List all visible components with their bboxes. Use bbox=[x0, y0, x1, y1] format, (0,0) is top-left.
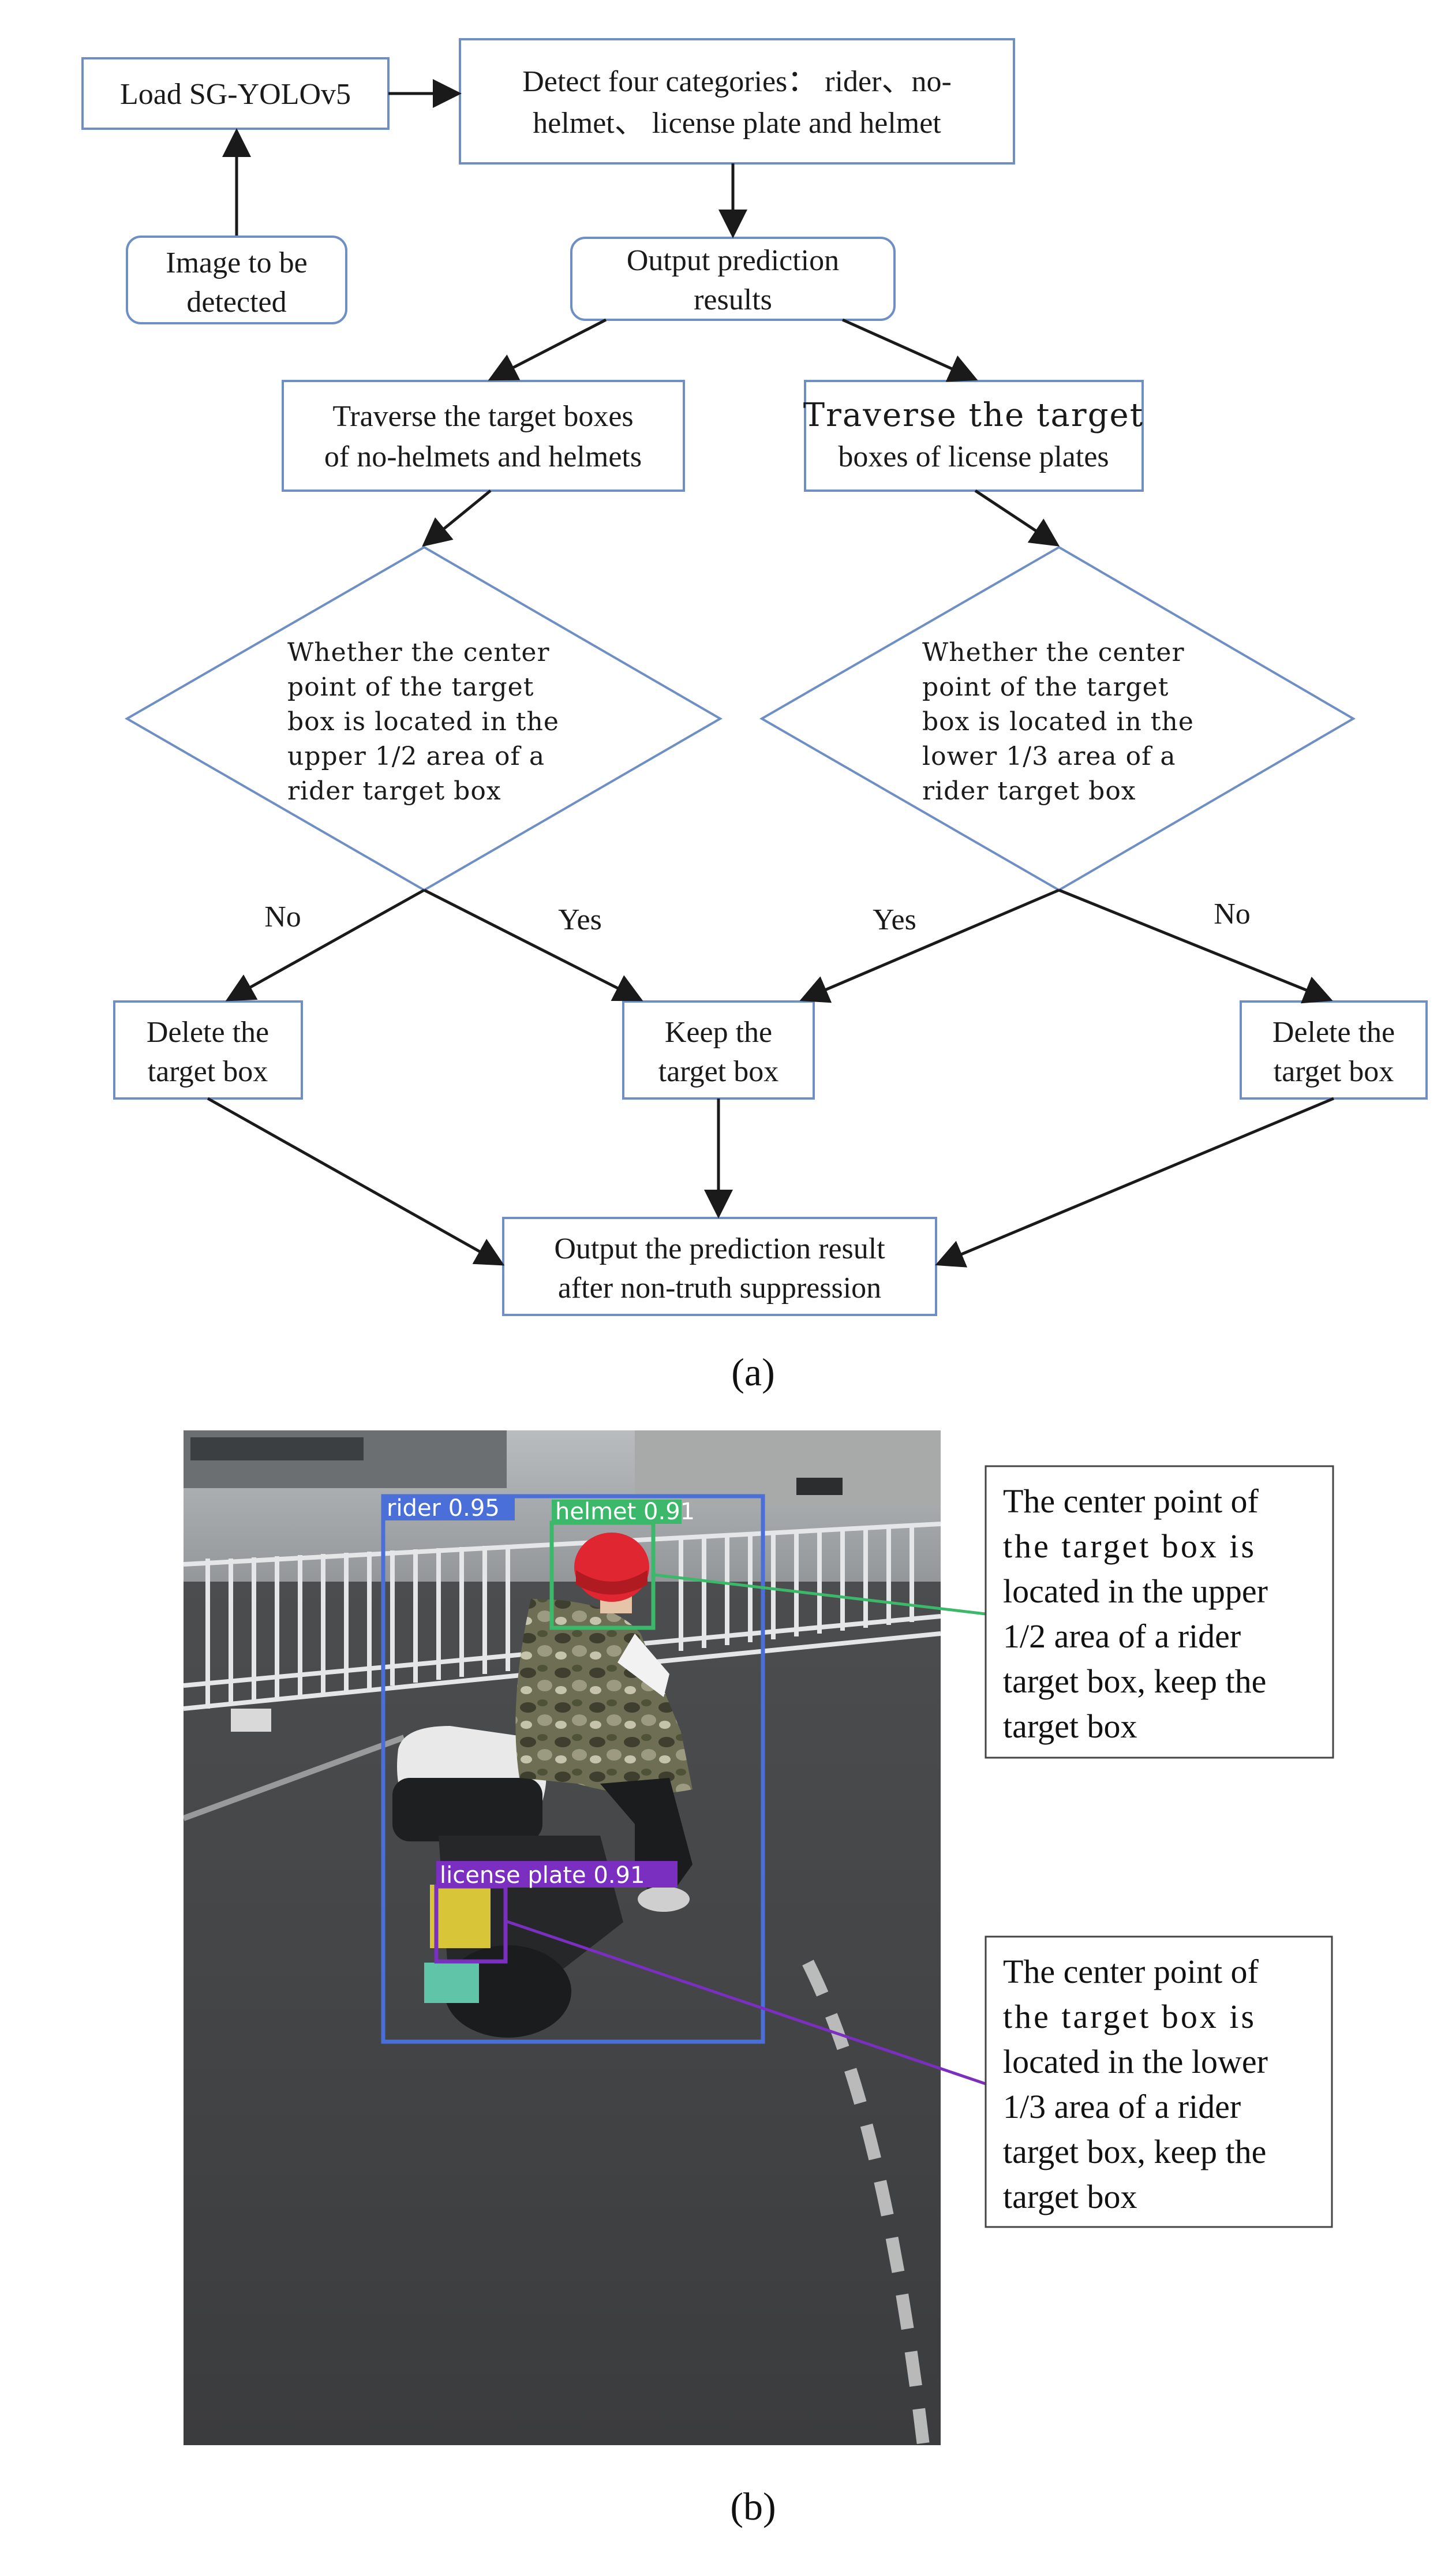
keep-line-1: Keep the bbox=[665, 1016, 772, 1049]
rider-box-label: rider 0.95 bbox=[387, 1495, 500, 1522]
callout-line-bottom bbox=[505, 1919, 986, 2086]
license-plate bbox=[430, 1885, 491, 1948]
callout-top-line-3: located in the upper bbox=[1003, 1572, 1268, 1610]
arrow-decision-right-yes bbox=[799, 888, 1060, 1003]
callout-top-line-1: The center point of bbox=[1003, 1482, 1259, 1520]
arrow-delete-right-to-final bbox=[935, 1097, 1334, 1268]
callout-top-line-4: 1/2 area of a rider bbox=[1003, 1617, 1241, 1655]
delete-left-line-1: Delete the bbox=[147, 1016, 269, 1049]
arrow-output-to-traverse-helmets bbox=[488, 318, 607, 381]
final-output-box: Output the prediction result after non-t… bbox=[502, 1217, 937, 1316]
decision-lower-third: Whether the center point of the target b… bbox=[759, 545, 1356, 892]
detect-categories-line-1: Detect four categories： rider、no- bbox=[522, 65, 952, 98]
callout-top: The center point of the target box is lo… bbox=[985, 1465, 1334, 1759]
guard-rail bbox=[184, 1522, 941, 1711]
decision-right-line-1: Whether the center bbox=[922, 638, 1185, 667]
label-yes-left: Yes bbox=[558, 903, 602, 936]
decision-right-line-3: box is located in the bbox=[922, 707, 1194, 737]
keep-line-2: target box bbox=[658, 1055, 778, 1088]
keep-box: Keep the target box bbox=[622, 1000, 815, 1100]
helmet-box-label: helmet 0.91 bbox=[555, 1499, 695, 1525]
traverse-helmets-box: Traverse the target boxes of no-helmets … bbox=[282, 380, 685, 492]
traverse-helmets-line-2: of no-helmets and helmets bbox=[324, 440, 642, 473]
arrow-decision-left-yes bbox=[423, 888, 643, 1002]
decision-left-line-4: upper 1/2 area of a bbox=[287, 742, 545, 771]
delete-left-line-2: target box bbox=[148, 1055, 268, 1088]
callout-bottom-line-2: the target box is bbox=[1003, 1998, 1256, 2035]
traverse-helmets-line-1: Traverse the target boxes bbox=[332, 400, 633, 433]
final-output-line-2: after non-truth suppression bbox=[558, 1272, 881, 1305]
arrow-output-to-traverse-plates bbox=[841, 318, 978, 382]
label-no-right: No bbox=[1214, 898, 1251, 931]
arrow-decision-left-no bbox=[225, 888, 425, 1002]
arrow-traverse-plates-to-decision bbox=[974, 489, 1060, 547]
caption-b: (b) bbox=[730, 2484, 776, 2528]
decision-left-line-5: rider target box bbox=[287, 776, 501, 806]
arrow-delete-left-to-final bbox=[207, 1097, 505, 1266]
callout-bottom-line-3: located in the lower bbox=[1003, 2043, 1268, 2080]
callout-line-top bbox=[653, 1573, 986, 1616]
delete-right-line-1: Delete the bbox=[1272, 1016, 1395, 1049]
license-plate-box-label: license plate 0.91 bbox=[440, 1862, 645, 1889]
decision-right-line-2: point of the target bbox=[922, 672, 1169, 702]
image-input-box: Image to be detected bbox=[126, 236, 347, 324]
delete-right-line-2: target box bbox=[1274, 1055, 1394, 1088]
callout-bottom-line-1: The center point of bbox=[1003, 1953, 1259, 1990]
output-prediction-box: Output prediction results bbox=[570, 237, 896, 321]
callout-bottom-line-5: target box, keep the bbox=[1003, 2133, 1266, 2170]
load-model-box: Load SG-YOLOv5 bbox=[81, 57, 390, 130]
traverse-plates-box: Traverse the target boxes of license pla… bbox=[803, 380, 1144, 492]
callout-top-line-6: target box bbox=[1003, 1707, 1137, 1745]
decision-left-line-2: point of the target bbox=[287, 672, 534, 702]
decision-left-line-3: box is located in the bbox=[287, 707, 559, 737]
traverse-plates-line-1: Traverse the target bbox=[803, 397, 1144, 434]
arrow-decision-right-no bbox=[1058, 888, 1333, 1004]
decision-right-line-5: rider target box bbox=[922, 776, 1136, 806]
callout-bottom-line-4: 1/3 area of a rider bbox=[1003, 2088, 1241, 2125]
final-output-line-1: Output the prediction result bbox=[554, 1232, 885, 1265]
callout-top-line-5: target box, keep the bbox=[1003, 1662, 1266, 1700]
flowchart: Load SG-YOLOv5 Detect four categories： r… bbox=[81, 38, 1428, 1394]
detection-boxes: rider 0.95 helmet 0.91 license plate 0.9… bbox=[381, 1494, 765, 2044]
callout-bottom: The center point of the target box is lo… bbox=[985, 1935, 1333, 2228]
delete-left-box: Delete the target box bbox=[113, 1000, 303, 1100]
callout-bottom-line-6: target box bbox=[1003, 2178, 1137, 2215]
decision-left-line-1: Whether the center bbox=[287, 638, 550, 667]
output-prediction-line-2: results bbox=[694, 283, 772, 316]
detection-photo: rider 0.95 helmet 0.91 license plate 0.9… bbox=[184, 1430, 1334, 2528]
callout-top-line-2: the target box is bbox=[1003, 1527, 1256, 1565]
arrow-traverse-helmets-to-decision bbox=[422, 489, 492, 547]
detect-categories-line-2: helmet、 license plate and helmet bbox=[533, 107, 941, 140]
label-no-left: No bbox=[264, 900, 301, 933]
decision-right-line-4: lower 1/3 area of a bbox=[922, 742, 1176, 771]
rider-box bbox=[381, 1494, 765, 2044]
load-model-label: Load SG-YOLOv5 bbox=[120, 78, 351, 111]
flow-arrows bbox=[207, 79, 1334, 1268]
image-input-line-2: detected bbox=[186, 286, 286, 319]
traverse-plates-line-2: boxes of license plates bbox=[838, 440, 1109, 473]
detect-categories-box: Detect four categories： rider、no- helmet… bbox=[459, 38, 1015, 165]
delete-right-box: Delete the target box bbox=[1240, 1000, 1428, 1100]
decision-upper-half: Whether the center point of the target b… bbox=[124, 545, 723, 892]
image-input-line-1: Image to be bbox=[166, 246, 307, 279]
label-yes-right: Yes bbox=[873, 903, 916, 936]
caption-a: (a) bbox=[731, 1350, 774, 1394]
output-prediction-line-1: Output prediction bbox=[627, 244, 839, 277]
